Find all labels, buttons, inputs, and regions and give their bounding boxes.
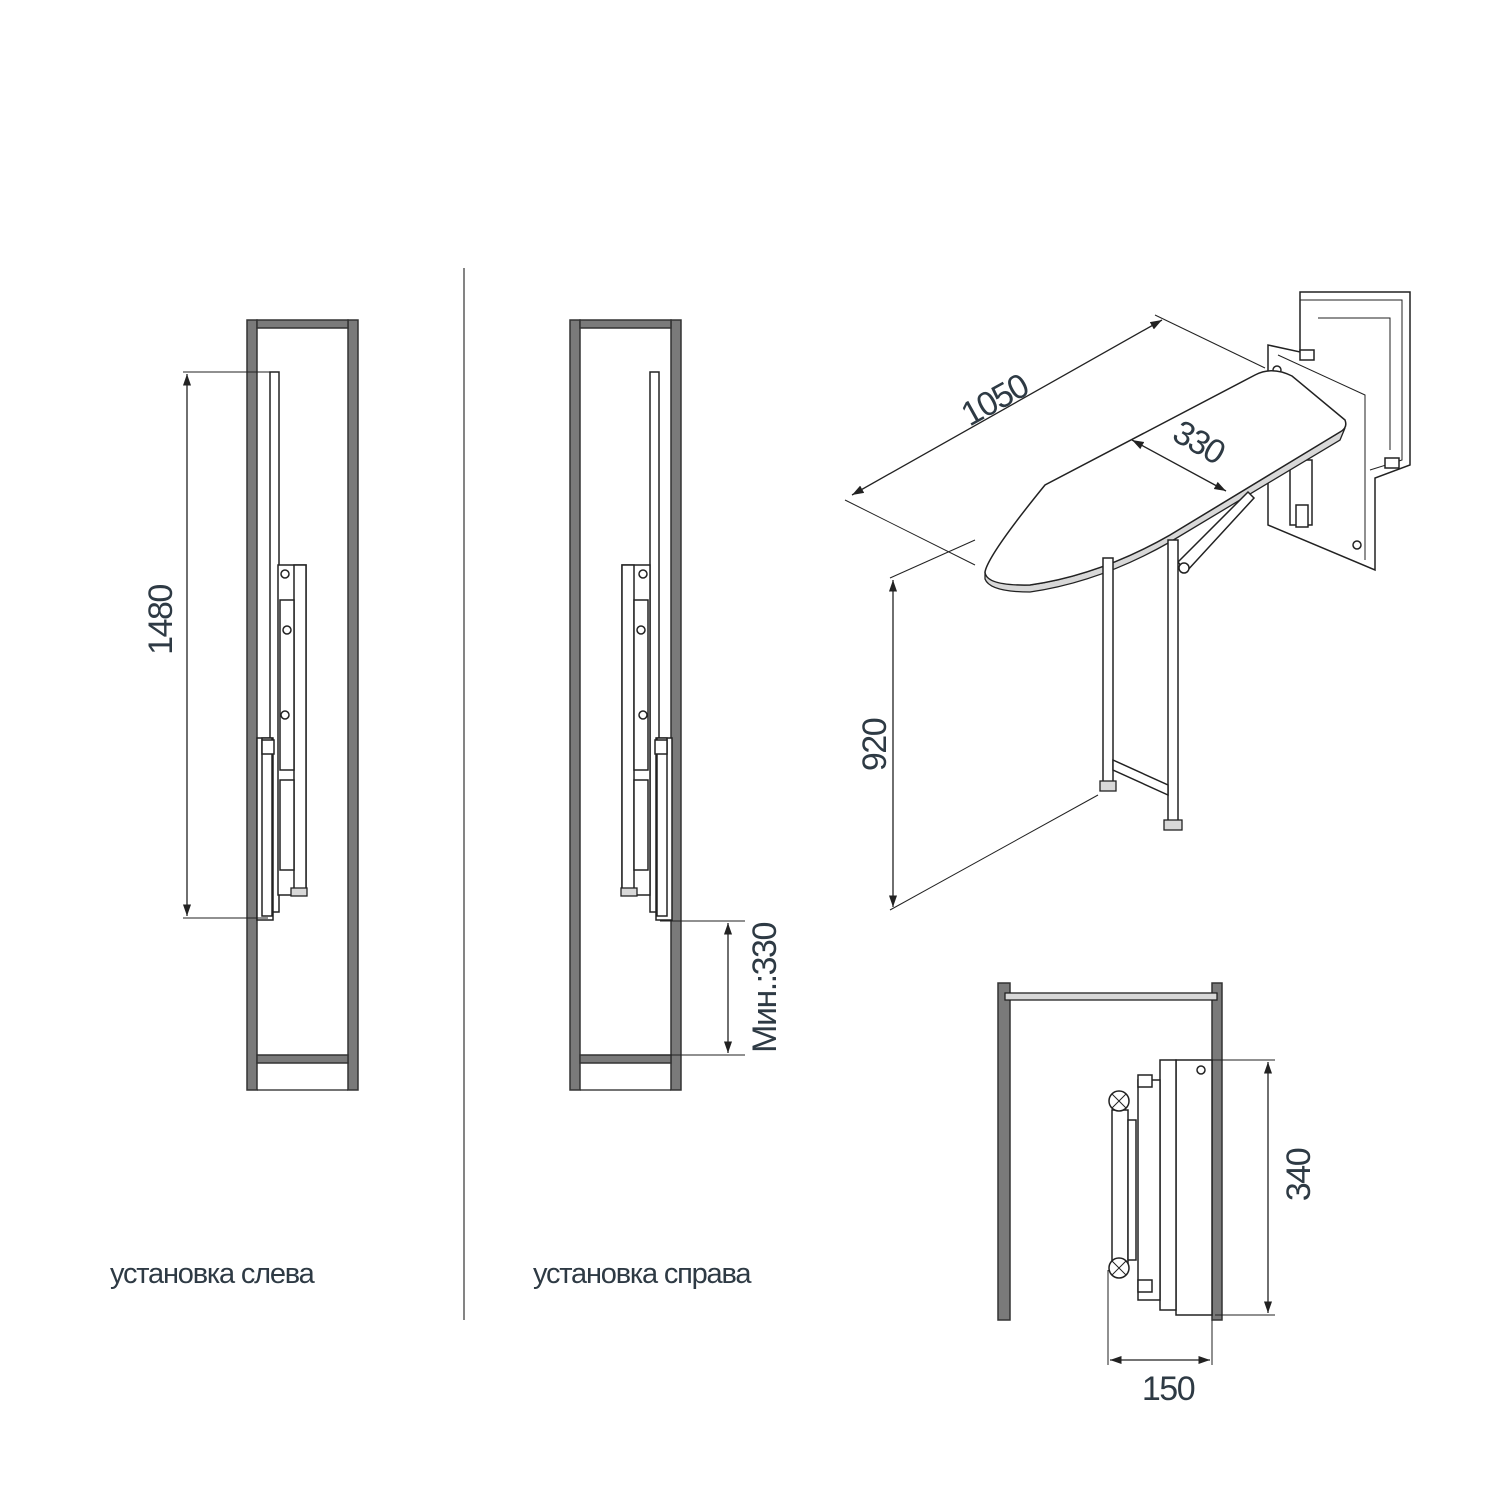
dimension-board-height: 920	[856, 539, 1099, 911]
right-install-cabinet	[569, 319, 682, 1091]
dimension-label-150: 150	[1142, 1370, 1195, 1408]
dimension-label-920: 920	[856, 718, 894, 771]
dimension-label-min-330: Мин.:330	[746, 923, 784, 1053]
caption-right-install: установка справа	[533, 1258, 752, 1290]
dimension-label-1480: 1480	[142, 585, 180, 655]
dimension-right-min-gap: Мин.:330	[650, 920, 784, 1056]
dimension-plan-depth: 340	[1190, 1059, 1318, 1316]
dimension-left-height: 1480	[142, 371, 272, 919]
plan-view-cabinet	[997, 982, 1223, 1321]
left-install-cabinet	[246, 319, 359, 1091]
ironing-board-perspective	[984, 291, 1411, 831]
dimension-plan-width: 150	[1107, 1270, 1213, 1408]
caption-left-install: установка слева	[110, 1258, 316, 1290]
dimension-label-340: 340	[1280, 1148, 1318, 1201]
dimension-label-1050: 1050	[955, 367, 1035, 434]
